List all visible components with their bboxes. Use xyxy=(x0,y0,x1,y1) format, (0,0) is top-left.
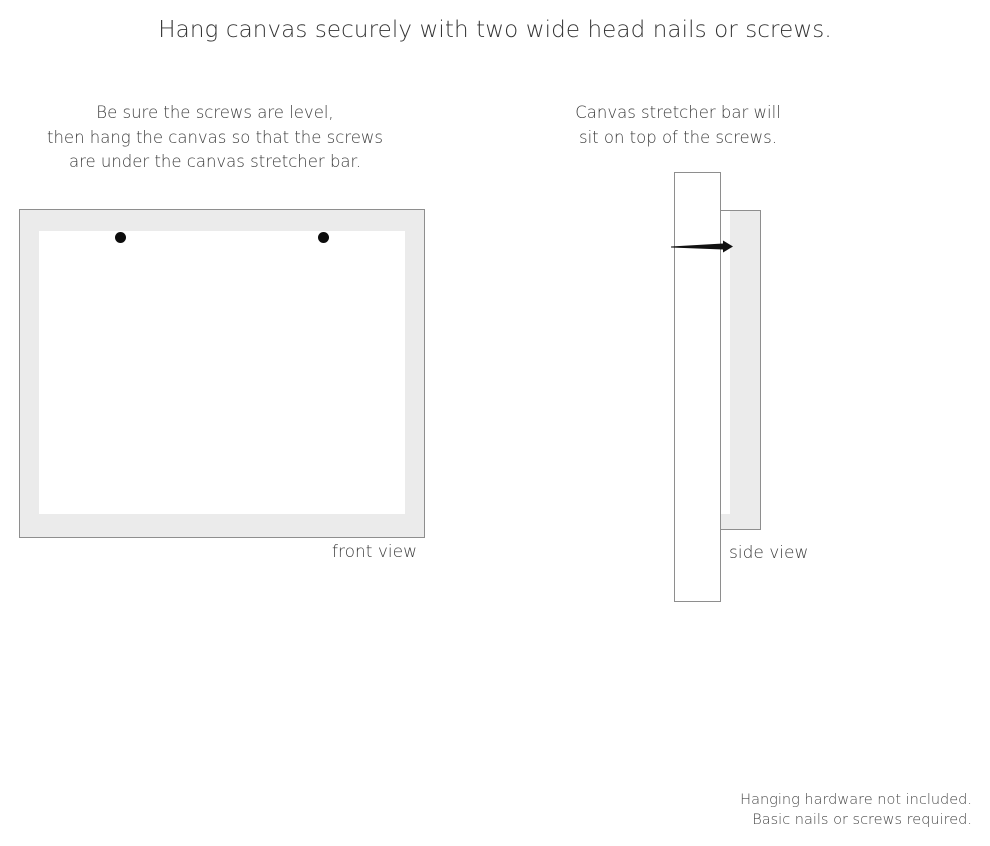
instruction-line-1: Canvas stretcher bar will xyxy=(575,103,781,122)
instruction-line-2: sit on top of the screws. xyxy=(578,127,778,147)
page-title: Hang canvas securely with two wide head … xyxy=(158,17,832,43)
front-view-instructions: Be sure the screws are level, then hang … xyxy=(15,101,415,175)
nail-icon xyxy=(671,240,733,253)
front-view-diagram xyxy=(19,209,425,538)
canvas-face-side xyxy=(721,211,730,514)
hardware-disclaimer: Hanging hardware not included. Basic nai… xyxy=(740,790,972,830)
wall-section xyxy=(674,172,721,602)
canvas-stretcher-bar-side xyxy=(720,210,761,530)
side-view-diagram xyxy=(671,172,794,604)
instruction-line-2: then hang the canvas so that the screws xyxy=(47,127,383,147)
instruction-line-3: are under the canvas stretcher bar. xyxy=(68,152,362,171)
canvas-face xyxy=(39,231,405,514)
right-screw-dot xyxy=(318,232,329,243)
disclaimer-line-1: Hanging hardware not included. xyxy=(740,792,972,808)
side-view-instructions: Canvas stretcher bar will sit on top of … xyxy=(543,101,813,150)
side-view-label: side view xyxy=(729,543,809,563)
canvas-stretcher-frame xyxy=(19,209,425,538)
instruction-line-1: Be sure the screws are level, xyxy=(96,103,334,122)
front-view-label: front view xyxy=(332,542,417,562)
disclaimer-line-2: Basic nails or screws required. xyxy=(752,812,972,828)
left-screw-dot xyxy=(115,232,126,243)
